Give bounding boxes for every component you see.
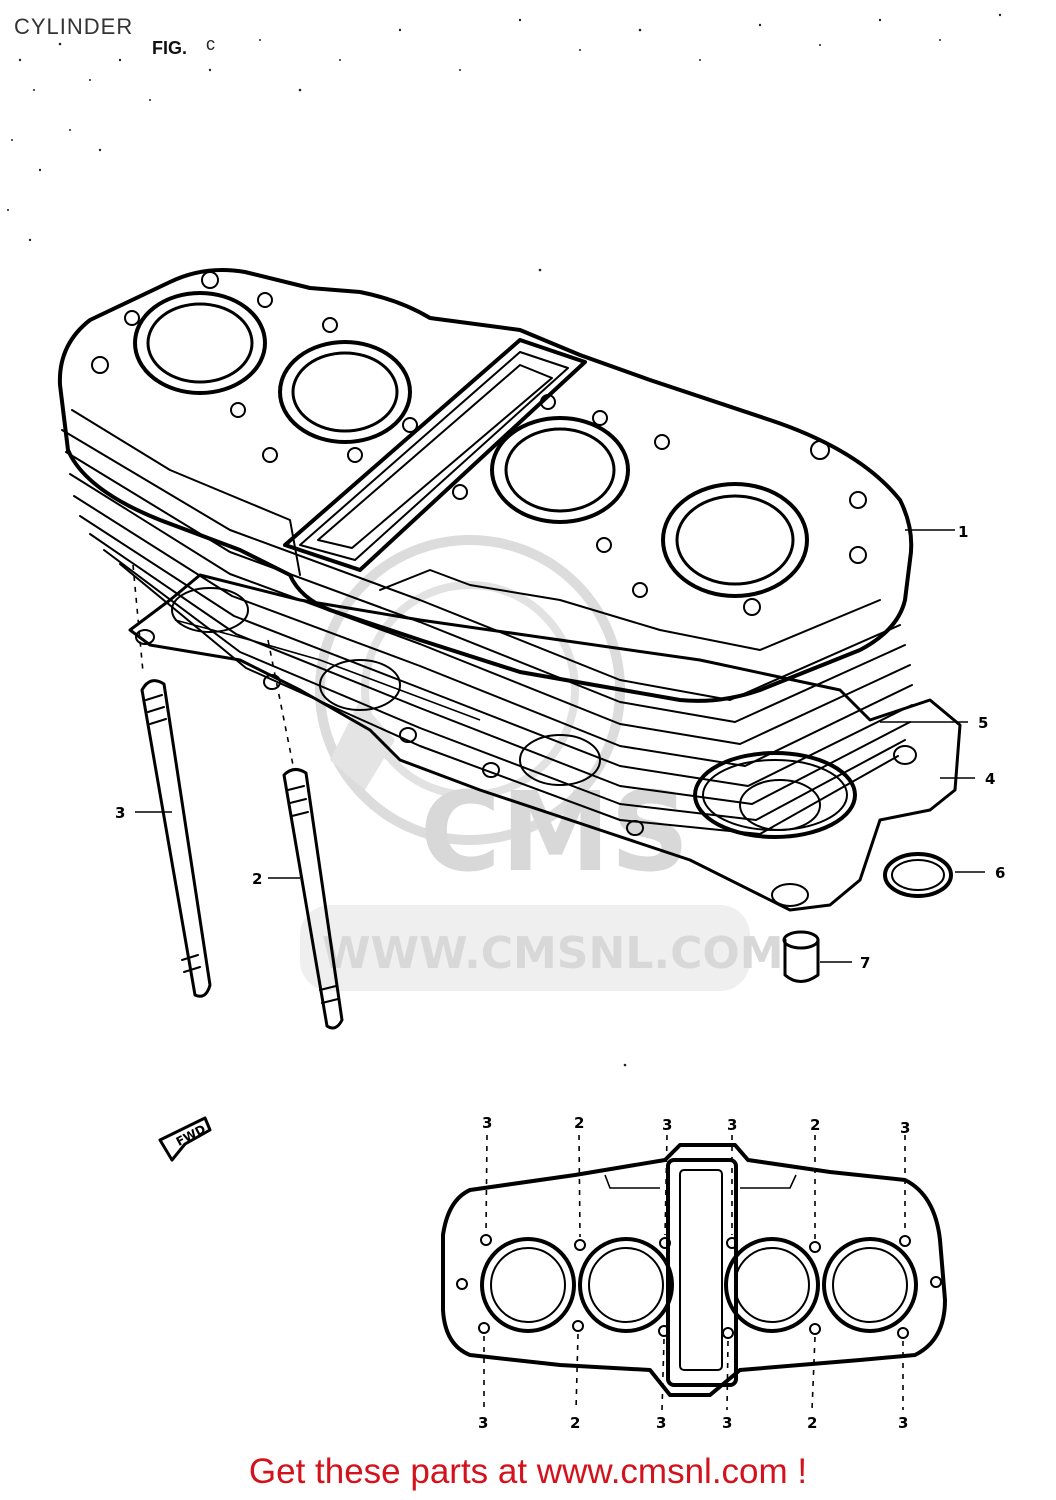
plan-bottom-label-2: 2	[570, 1414, 580, 1432]
plan-bottom-label-3: 3	[656, 1414, 666, 1432]
footer-link-text[interactable]: Get these parts at www.cmsnl.com !	[248, 1452, 808, 1491]
cylinder-block	[57, 268, 914, 835]
plan-bottom-label-5: 2	[807, 1414, 817, 1432]
callout-7: 7	[860, 954, 870, 972]
dowel-pin	[782, 930, 820, 983]
callout-1: 1	[958, 523, 968, 541]
figure-label: FIG.	[152, 38, 187, 58]
plan-top-label-4: 3	[727, 1116, 737, 1134]
callout-6: 6	[995, 864, 1005, 882]
callout-2: 2	[252, 870, 262, 888]
callout-5: 5	[978, 714, 988, 732]
scan-noise	[7, 13, 1002, 1067]
deck-stud-holes	[91, 271, 867, 616]
watermark-brand: CMS	[420, 768, 689, 896]
plan-bottom-label-1: 3	[478, 1414, 488, 1432]
plan-top-label-1: 3	[482, 1114, 492, 1132]
callout-3: 3	[115, 804, 125, 822]
leader-lines	[135, 529, 985, 963]
plan-top-label-3: 3	[662, 1116, 672, 1134]
stud-long	[132, 564, 212, 998]
figure-number: c	[206, 34, 215, 54]
plan-top-label-2: 2	[574, 1114, 584, 1132]
o-ring-small	[883, 852, 953, 898]
plan-top-label-5: 2	[810, 1116, 820, 1134]
plan-top-label-6: 3	[900, 1119, 910, 1137]
callout-4: 4	[985, 770, 995, 788]
watermark-url: WWW.CMSNL.COM	[322, 928, 784, 979]
stud-short	[267, 639, 344, 1030]
stud-layout-plan: 3 2 3 3 2 3 3 2 3 3 2 3	[441, 1114, 947, 1432]
forward-arrow-icon: FWD	[158, 1116, 212, 1162]
plan-bottom-label-6: 3	[898, 1414, 908, 1432]
diagram-title: CYLINDER	[14, 14, 134, 39]
o-ring-large	[693, 751, 857, 839]
cms-watermark: CMS WWW.CMSNL.COM	[300, 535, 784, 991]
plan-bottom-label-4: 3	[722, 1414, 732, 1432]
